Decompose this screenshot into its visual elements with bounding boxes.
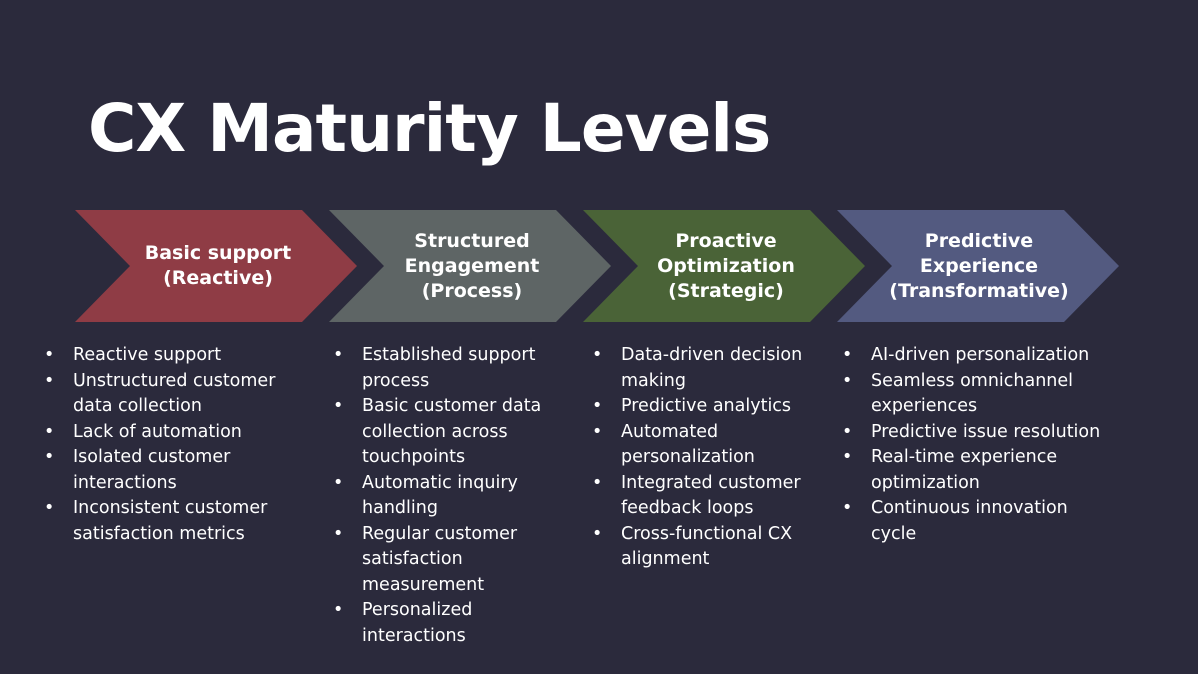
stage-4-label: Predictive Experience (Transformative) bbox=[884, 210, 1074, 322]
stage-label-line: Experience bbox=[919, 254, 1039, 277]
list-item: Seamless omnichannel experiences bbox=[842, 369, 1104, 420]
list-item: Data-driven decision making bbox=[592, 343, 824, 394]
stage-4-bullet-list: AI-driven personalization Seamless omnic… bbox=[842, 343, 1104, 547]
stage-2-label: Structured Engagement (Process) bbox=[384, 210, 560, 322]
list-item: Cross-functional CX alignment bbox=[592, 522, 824, 573]
stage-3-label: Proactive Optimization (Strategic) bbox=[638, 210, 814, 322]
list-item: Personalized interactions bbox=[333, 598, 568, 649]
list-item: Continuous innovation cycle bbox=[842, 496, 1104, 547]
stage-label-line: Basic support bbox=[144, 242, 292, 264]
stage-label-line: Engagement bbox=[404, 254, 540, 277]
stage-label-line: (Transformative) bbox=[889, 279, 1069, 302]
slide-title: CX Maturity Levels bbox=[88, 90, 771, 167]
stage-1-bullet-list: Reactive support Unstructured customer d… bbox=[44, 343, 306, 547]
list-item: Predictive issue resolution bbox=[842, 420, 1104, 446]
list-item: Automatic inquiry handling bbox=[333, 471, 568, 522]
list-item: Predictive analytics bbox=[592, 394, 824, 420]
list-item: Automated personalization bbox=[592, 420, 824, 471]
list-item: Inconsistent customer satisfaction metri… bbox=[44, 496, 306, 547]
stage-label-line: Optimization bbox=[657, 254, 795, 277]
list-item: Basic customer data collection across to… bbox=[333, 394, 568, 471]
list-item: Established support process bbox=[333, 343, 568, 394]
list-item: Integrated customer feedback loops bbox=[592, 471, 824, 522]
list-item: Isolated customer interactions bbox=[44, 445, 306, 496]
stage-label-line: Predictive bbox=[924, 229, 1034, 252]
stage-label-line: (Strategic) bbox=[668, 279, 784, 302]
list-item: Reactive support bbox=[44, 343, 306, 369]
stage-1-label: Basic support (Reactive) bbox=[135, 210, 301, 322]
stage-label-line: Proactive bbox=[675, 229, 777, 252]
list-item: Unstructured customer data collection bbox=[44, 369, 306, 420]
list-item: Lack of automation bbox=[44, 420, 306, 446]
stage-label-line: (Process) bbox=[421, 279, 523, 302]
list-item: AI-driven personalization bbox=[842, 343, 1104, 369]
stage-3-bullet-list: Data-driven decision making Predictive a… bbox=[592, 343, 824, 573]
list-item: Regular customer satisfaction measuremen… bbox=[333, 522, 568, 599]
list-item: Real-time experience optimization bbox=[842, 445, 1104, 496]
stage-label-line: (Reactive) bbox=[163, 267, 273, 289]
stage-2-bullet-list: Established support process Basic custom… bbox=[333, 343, 568, 649]
stage-label-line: Structured bbox=[414, 229, 530, 252]
